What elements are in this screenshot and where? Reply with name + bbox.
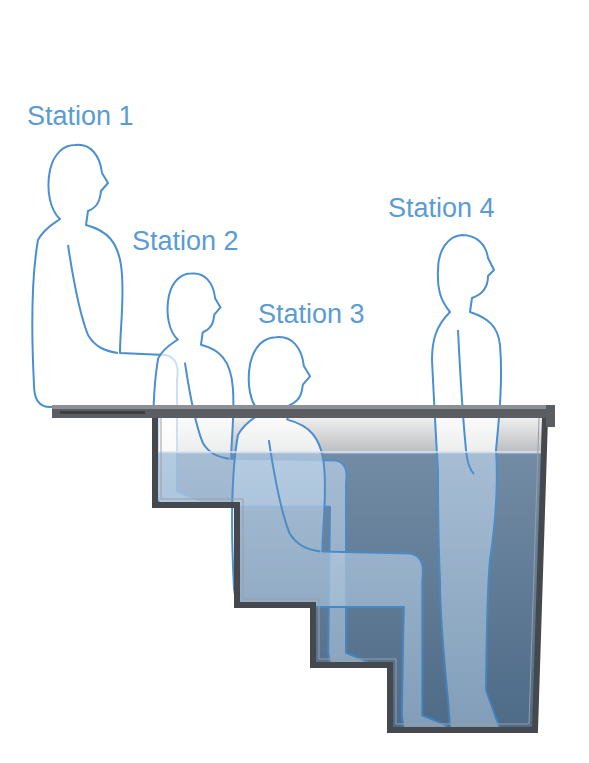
- station-label: Station 2: [132, 227, 239, 257]
- tub-lip: [546, 405, 555, 427]
- water: [150, 452, 550, 737]
- station-label: Station 4: [388, 194, 495, 224]
- deck-groove: [60, 411, 145, 414]
- tub-wall-inner: [161, 418, 539, 724]
- tub-rim-top: [52, 405, 555, 409]
- water-line: [156, 451, 544, 453]
- tub-rim: [52, 405, 555, 418]
- tub-wall: [155, 418, 545, 730]
- station-label: Station 1: [27, 102, 134, 132]
- station-label: Station 3: [258, 300, 365, 330]
